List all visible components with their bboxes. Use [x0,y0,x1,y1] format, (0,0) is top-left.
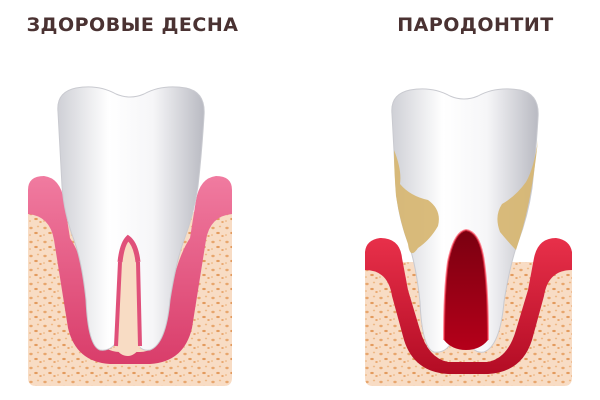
healthy-gum [28,176,232,364]
healthy-gums-title: ЗДОРОВЫЕ ДЕСНА [26,14,239,36]
tartar-left [394,150,439,254]
periodontitis-title: ПАРОДОНТИТ [397,14,554,36]
tartar-right [497,140,538,250]
healthy-gum-interdental [116,238,140,356]
inflamed-gum [365,238,572,374]
infected-pocket [444,230,488,350]
periodontitis-panel [365,88,572,386]
healthy-panel [28,86,232,386]
